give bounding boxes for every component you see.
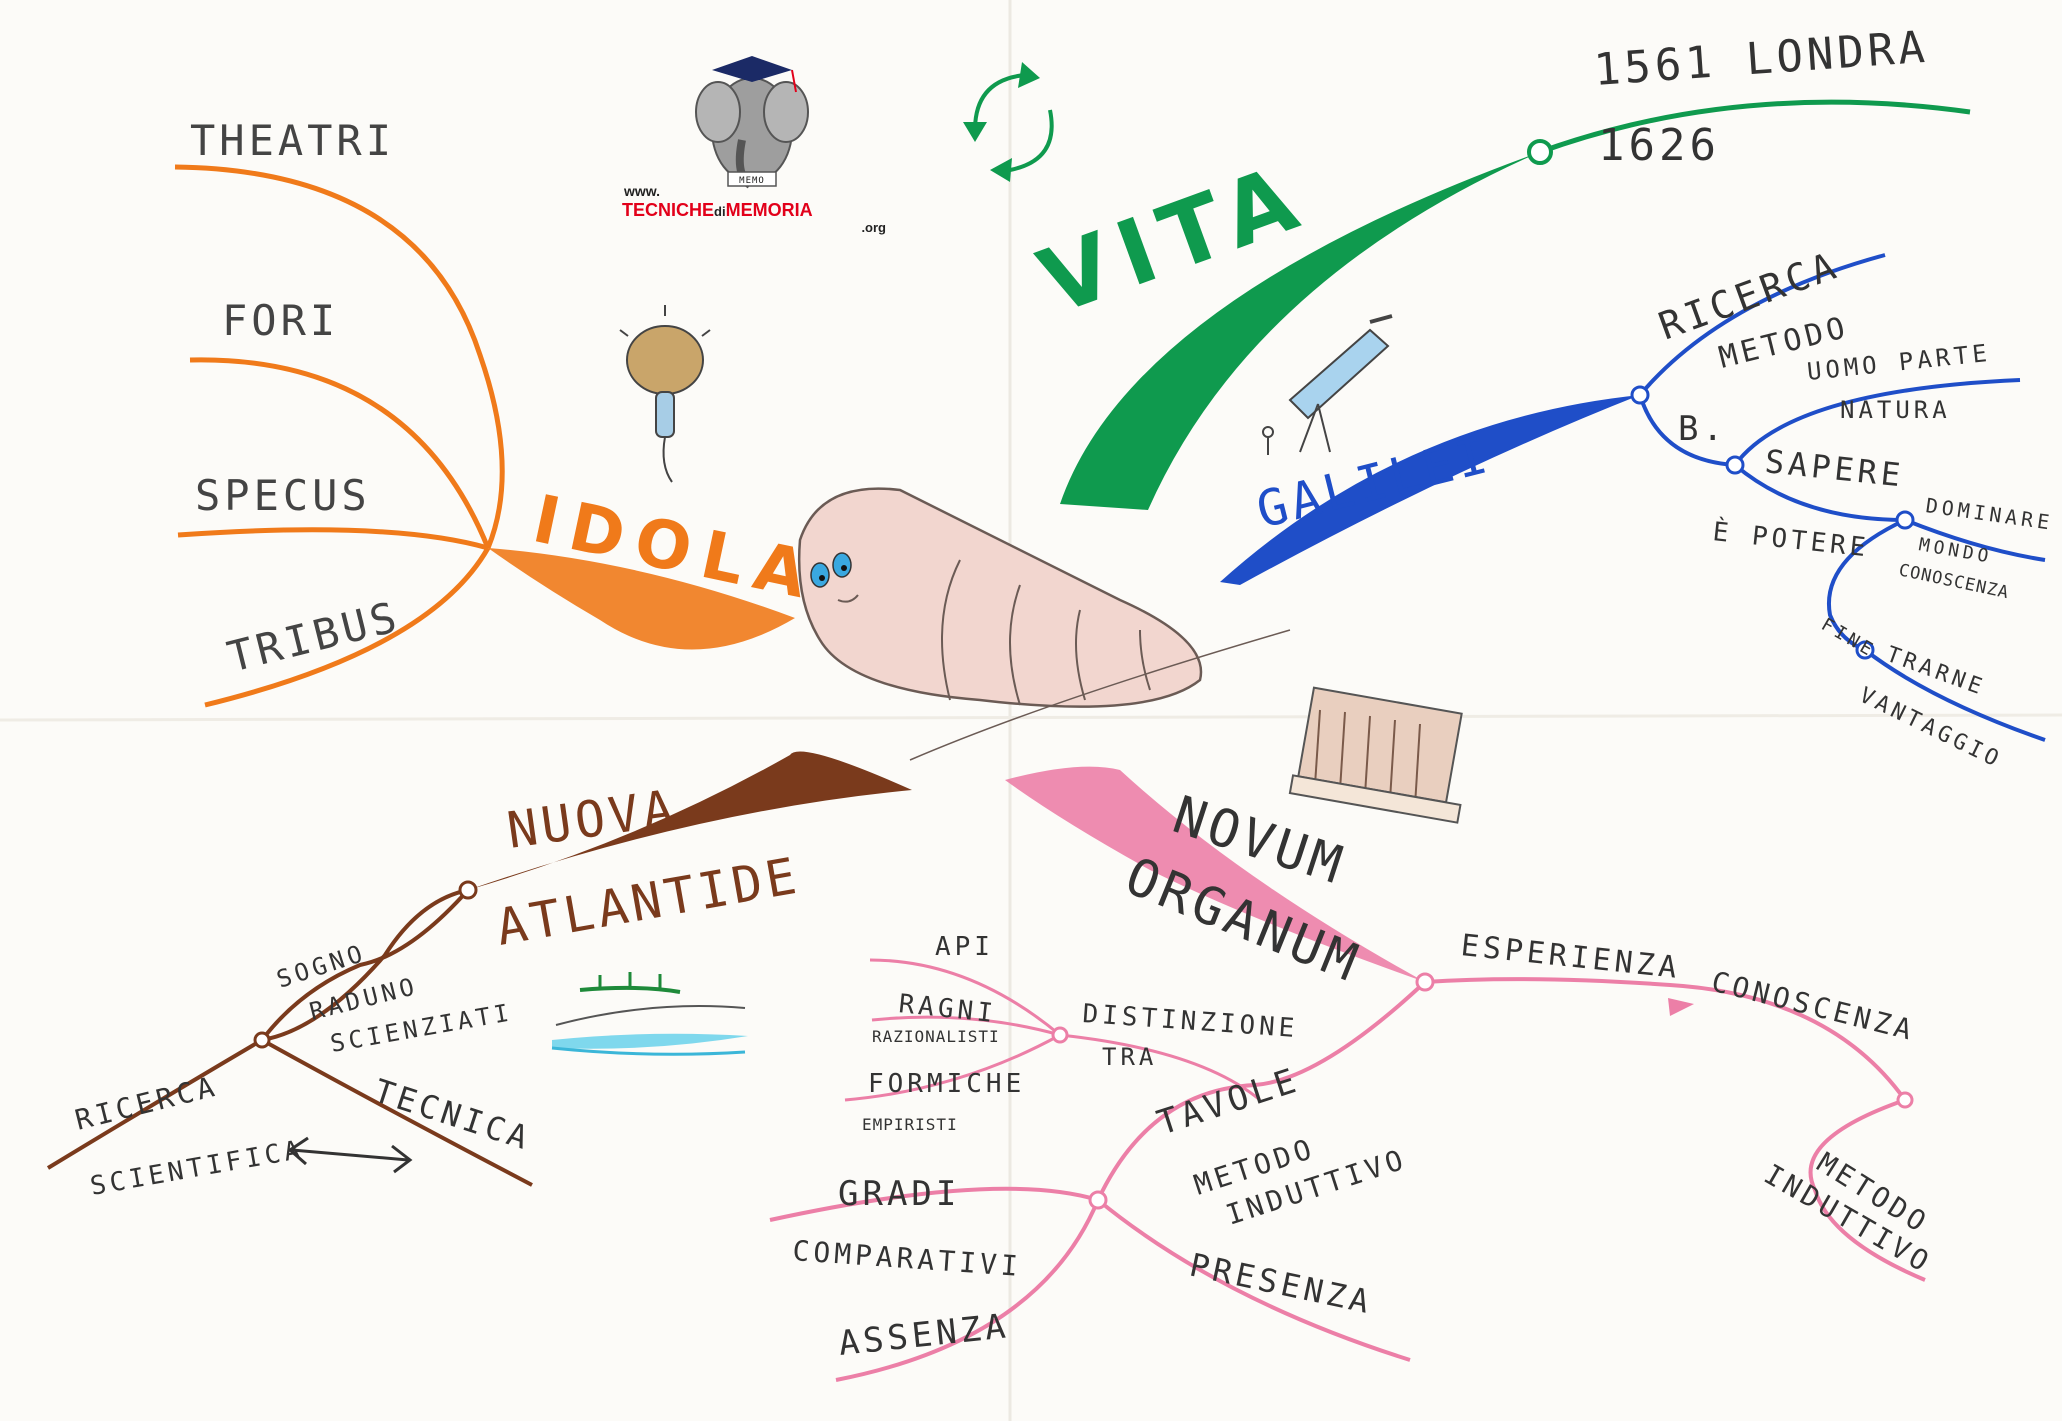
novum-organum-comparativi: COMPARATIVI [792, 1234, 1023, 1283]
galilei-b: B. [1678, 409, 1727, 449]
vita-node [1527, 139, 1553, 165]
recycle-arrows-icon [963, 62, 1054, 182]
galilei-fine: FINE [1818, 614, 1880, 662]
novum-organum-arrow [1668, 998, 1694, 1016]
novum-organum-api: API [935, 932, 994, 962]
novum-organum-formiche: FORMICHE [868, 1069, 1025, 1099]
novum-organum-razionalisti: RAZIONALISTI [872, 1027, 1000, 1046]
idola-item-tribus: TRIBUS [223, 592, 405, 682]
galilei-node-main [1630, 385, 1650, 405]
central-worm-image [797, 487, 1291, 761]
galilei-main-branch [1220, 395, 1640, 585]
galilei-node-sapere [1895, 510, 1915, 530]
novum-organum-main-branch [1005, 766, 1425, 982]
logo-brand: TECNICHEdiMEMORIA [622, 200, 813, 220]
galilei-vantaggio: VANTAGGIO [1855, 683, 2005, 774]
vita-main-branch [1060, 152, 1540, 510]
telescope-icon [1262, 314, 1393, 455]
elephant-mascot-icon: MEMO [695, 56, 809, 189]
idola-link-tribus [204, 546, 491, 708]
novum-organum-link-presenza [1096, 1198, 1411, 1362]
logo-brand-main: TECNICHE [622, 200, 714, 220]
vita-birth: 1561 LONDRA [1592, 22, 1930, 96]
novum-organum-tra: TRA [1102, 1043, 1157, 1071]
nuova-atlantide-branch: NUOVA ATLANTIDE SOGNO RADUNO SCIENZIATI … [46, 751, 912, 1202]
galilei-conoscenza: CONOSCENZA [1897, 560, 2011, 603]
novum-organum-branch: NOVUM ORGANUM API RAGNI RAZIONALISTI FOR… [769, 686, 1938, 1382]
galilei-natura: NATURA [1840, 396, 1951, 424]
island-ship-icon [551, 972, 748, 1056]
lightbulb-icon [619, 305, 711, 483]
nuova-atlantide-title-2: ATLANTIDE [492, 846, 804, 956]
novum-organum-node-distinzione [1051, 1026, 1069, 1044]
galilei-link-b [1638, 394, 1736, 467]
paper-fold-horizontal [0, 713, 2062, 722]
novum-organum-ragni: RAGNI [897, 989, 998, 1029]
novum-organum-distinzione: DISTINZIONE [1082, 999, 1300, 1044]
idola-item-specus: SPECUS [195, 471, 371, 520]
galilei-link-sapere [1733, 463, 1906, 522]
logo-www: www. [623, 183, 660, 199]
novum-organum-tavole: TAVOLE [1152, 1060, 1304, 1143]
galilei-sapere: SAPERE [1763, 442, 1906, 494]
galilei-link-uomo [1733, 378, 2021, 467]
idola-item-theatri: THEATRI [190, 116, 395, 165]
novum-organum-link-gradi [769, 1186, 1099, 1222]
novum-organum-link-tavole [1096, 980, 1427, 1201]
novum-organum-link-distinzione [1059, 1033, 1261, 1102]
novum-organum-node-conoscenza [1896, 1091, 1914, 1109]
nuova-atlantide-main-branch [468, 751, 912, 890]
nuova-atlantide-ricerca: RICERCA [72, 1069, 222, 1136]
novum-organum-link-esperienza [1424, 977, 1907, 1102]
galilei-link-ricerca [1638, 253, 1886, 397]
logo-brand-memoria: MEMORIA [726, 200, 813, 220]
novum-organum-link-ragni [871, 1015, 1061, 1037]
nuova-atlantide-scientifica: SCIENTIFICA [88, 1135, 306, 1202]
idola-link-specus [177, 527, 489, 551]
galilei-e-potere: È POTERE [1711, 515, 1871, 563]
novum-organum-link-formiche [844, 1033, 1061, 1102]
nuova-atlantide-link-tecnica [261, 1038, 533, 1187]
idola-link-fori [189, 357, 491, 549]
idola-link-theatri [174, 164, 505, 549]
nuova-atlantide-title-1: NUOVA [504, 779, 681, 860]
galilei-title: GALILEI [1251, 426, 1497, 540]
novum-organum-link-metodo [1808, 1098, 1926, 1282]
logo-brand-di: di [714, 204, 726, 219]
logo-badge: MEMO [739, 176, 765, 186]
novum-organum-link-api [869, 958, 1061, 1037]
nuova-atlantide-link-sogno [260, 888, 470, 1042]
galilei-node-fine [1855, 640, 1875, 660]
novum-organum-node-tavole [1088, 1190, 1108, 1210]
vita-link-dates [1539, 99, 1971, 155]
logo: MEMO www. TECNICHEdiMEMORIA .org [622, 56, 886, 235]
nuova-atlantide-node-trunk [253, 1031, 271, 1049]
galilei-link-vantaggio [1863, 648, 2046, 742]
galilei-node-b [1725, 455, 1745, 475]
idola-item-fori: FORI [222, 296, 339, 345]
novum-organum-node-main [1415, 972, 1435, 992]
double-arrow-icon [287, 1136, 413, 1174]
novum-organum-link-assenza [835, 1199, 1100, 1382]
logo-tld: .org [861, 220, 886, 235]
novum-organum-empiristi: EMPIRISTI [862, 1115, 958, 1134]
novum-organum-conoscenza: CONOSCENZA [1708, 965, 1918, 1047]
organ-pipes-icon [1288, 686, 1463, 824]
galilei-link-dominare [1904, 518, 2046, 562]
galilei-dominare: DOMINARE [1924, 493, 2054, 535]
vita-death: 1626 [1598, 120, 1720, 171]
idola-main-branch [488, 548, 795, 650]
nuova-atlantide-node-main [458, 880, 478, 900]
galilei-link-fine [1826, 518, 1906, 652]
nuova-atlantide-link-ricerca [46, 1038, 264, 1170]
novum-organum-gradi: GRADI [838, 1174, 960, 1214]
